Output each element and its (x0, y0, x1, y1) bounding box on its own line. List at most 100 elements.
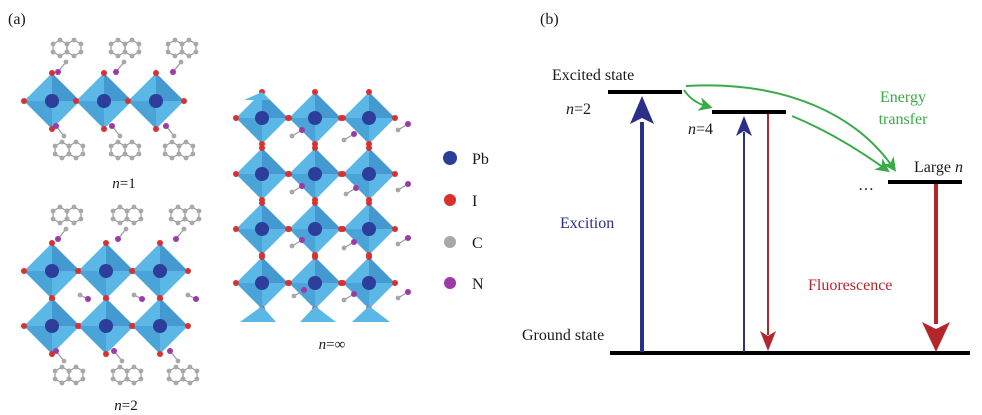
pb-atom (308, 167, 322, 181)
c-atom (169, 155, 175, 161)
fluorescence-arrow-n4 (760, 114, 776, 351)
octahedron-face (156, 73, 184, 101)
structure-ninf (233, 89, 411, 322)
c-atom (165, 41, 171, 47)
n-atom (53, 348, 59, 354)
n-atom (353, 185, 359, 191)
c-atom (138, 376, 144, 382)
energy-transfer-arrows (683, 84, 897, 173)
c-atom (59, 364, 65, 370)
c-atom (64, 216, 70, 222)
i-atom (157, 295, 163, 301)
c-atom (343, 191, 349, 197)
excitation-arrow-n4 (736, 116, 752, 352)
c-atom (66, 368, 72, 374)
i-atom (340, 171, 346, 177)
structure-n1 (21, 37, 199, 161)
c-atom (183, 155, 189, 161)
i-atom (392, 171, 398, 177)
pb-atom (45, 264, 59, 278)
c-atom (172, 37, 178, 43)
transfer-arrow-n4-large (791, 115, 890, 173)
i-atom (366, 145, 372, 151)
c-atom (179, 41, 185, 47)
c-atom (193, 41, 199, 47)
c-atom (124, 216, 130, 222)
octahedron-face (52, 73, 80, 101)
i-atom (157, 351, 163, 357)
octahedron-edge (352, 306, 390, 322)
c-atom (124, 376, 130, 382)
octahedron-edge (300, 306, 336, 322)
c-atom (190, 151, 196, 157)
legend-label-n: N (472, 276, 484, 293)
i-atom (153, 70, 159, 76)
i-atom (392, 115, 398, 121)
c-atom (122, 49, 128, 55)
octahedron-face (160, 243, 188, 271)
n-atom (173, 236, 179, 242)
i-atom (366, 254, 372, 260)
c-atom (194, 368, 200, 374)
c-atom (71, 53, 77, 59)
c-atom (187, 364, 193, 370)
c-atom (52, 151, 58, 157)
c-atom (80, 376, 86, 382)
c-atom (176, 151, 182, 157)
c-atom-icon (444, 236, 456, 248)
c-atom (108, 143, 114, 149)
n-atom (139, 296, 145, 302)
i-atom (21, 98, 27, 104)
c-atom (73, 380, 79, 386)
i-atom (103, 240, 109, 246)
i-atom (286, 226, 292, 232)
i-atom (101, 70, 107, 76)
c-atom (179, 49, 185, 55)
pb-atom (255, 167, 269, 181)
octahedron-edge (244, 92, 270, 100)
c-atom (50, 208, 56, 214)
c-atom (64, 208, 70, 214)
c-atom (108, 49, 114, 55)
i-atom (103, 295, 109, 301)
legend-item-c: C (444, 235, 483, 252)
i-atom (21, 268, 27, 274)
pb-atom (362, 111, 376, 125)
pb-atom (308, 222, 322, 236)
c-atom (186, 37, 192, 43)
c-atom (395, 187, 401, 193)
ground-state-label: Ground state (522, 327, 604, 344)
c-atom (64, 41, 70, 47)
octahedron-face (343, 118, 369, 144)
n-atom (167, 348, 173, 354)
c-atom (52, 368, 58, 374)
c-atom (52, 143, 58, 149)
octahedron-face (24, 101, 52, 129)
c-atom (66, 376, 72, 382)
pb-atom (362, 276, 376, 290)
i-atom (49, 70, 55, 76)
c-atom (196, 216, 202, 222)
c-atom (124, 208, 130, 214)
c-atom (136, 151, 142, 157)
excition-label: Excition (560, 215, 614, 232)
c-atom (108, 41, 114, 47)
c-atom (121, 59, 127, 65)
c-atom (196, 208, 202, 214)
n-atom (299, 127, 305, 133)
c-atom (168, 208, 174, 214)
octahedron-edge (240, 306, 276, 322)
i-atom (75, 268, 81, 274)
i-atom (233, 115, 239, 121)
i-atom (103, 351, 109, 357)
c-atom (115, 155, 121, 161)
c-atom (71, 204, 77, 210)
n-atom (55, 69, 61, 75)
c-atom (110, 208, 116, 214)
n-atom (405, 289, 411, 295)
c-atom (189, 220, 195, 226)
legend-item-i: I (444, 193, 477, 210)
c-atom (124, 368, 130, 374)
c-atom (50, 41, 56, 47)
pb-atom (45, 319, 59, 333)
